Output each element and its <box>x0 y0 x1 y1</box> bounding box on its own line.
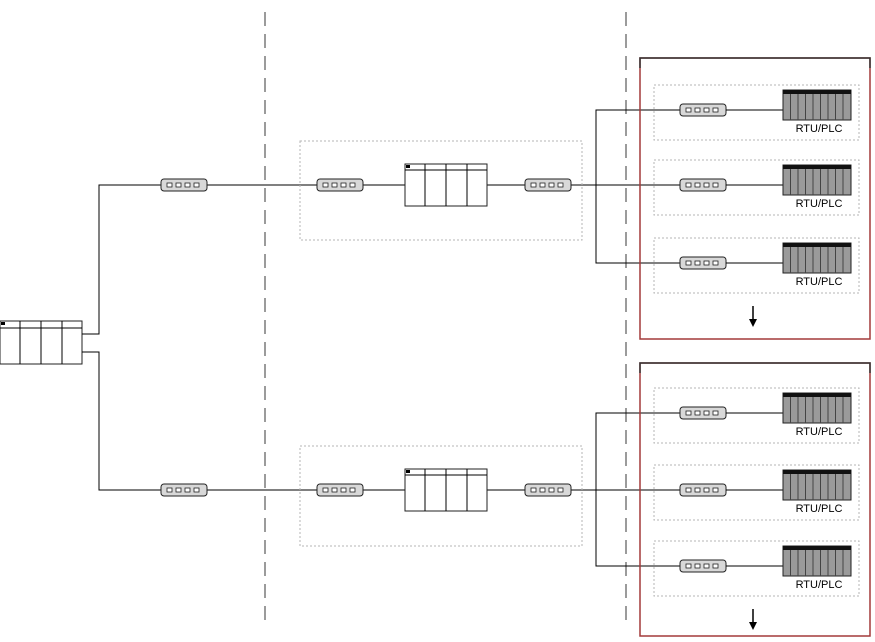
rtu-plc-device: RTU/PLC <box>783 243 851 288</box>
hub-upper-wan <box>161 179 207 191</box>
hub-upper-substation-out <box>525 179 571 191</box>
hub-lower-substation-in <box>317 484 363 496</box>
hub-field-device <box>680 407 726 419</box>
upper-field-group-top <box>640 58 870 68</box>
hub-field-device <box>680 179 726 191</box>
hub-field-device <box>680 560 726 572</box>
hub-lower-substation-out <box>525 484 571 496</box>
substation-server-upper <box>405 164 487 206</box>
rtu-plc-label: RTU/PLC <box>796 198 843 210</box>
rtu-plc-device: RTU/PLC <box>783 165 851 210</box>
central-server <box>0 321 82 364</box>
hub-upper-substation-in <box>317 179 363 191</box>
rtu-plc-label: RTU/PLC <box>796 426 843 438</box>
more-devices-arrow-lower <box>749 609 757 630</box>
hub-field-device <box>680 484 726 496</box>
trunk-lines <box>82 185 161 490</box>
rtu-plc-device: RTU/PLC <box>783 393 851 438</box>
hub-field-device <box>680 257 726 269</box>
rtu-plc-label: RTU/PLC <box>796 123 843 135</box>
rtu-plc-label: RTU/PLC <box>796 276 843 288</box>
rtu-plc-device: RTU/PLC <box>783 470 851 515</box>
rtu-plc-device: RTU/PLC <box>783 546 851 591</box>
hub-field-device <box>680 104 726 116</box>
more-devices-arrow-upper <box>749 306 757 327</box>
hub-lower-wan <box>161 484 207 496</box>
substation-server-lower <box>405 469 487 511</box>
rtu-plc-device: RTU/PLC <box>783 90 851 135</box>
rtu-plc-label: RTU/PLC <box>796 579 843 591</box>
rtu-plc-label: RTU/PLC <box>796 503 843 515</box>
lower-field-group-top <box>640 363 870 373</box>
